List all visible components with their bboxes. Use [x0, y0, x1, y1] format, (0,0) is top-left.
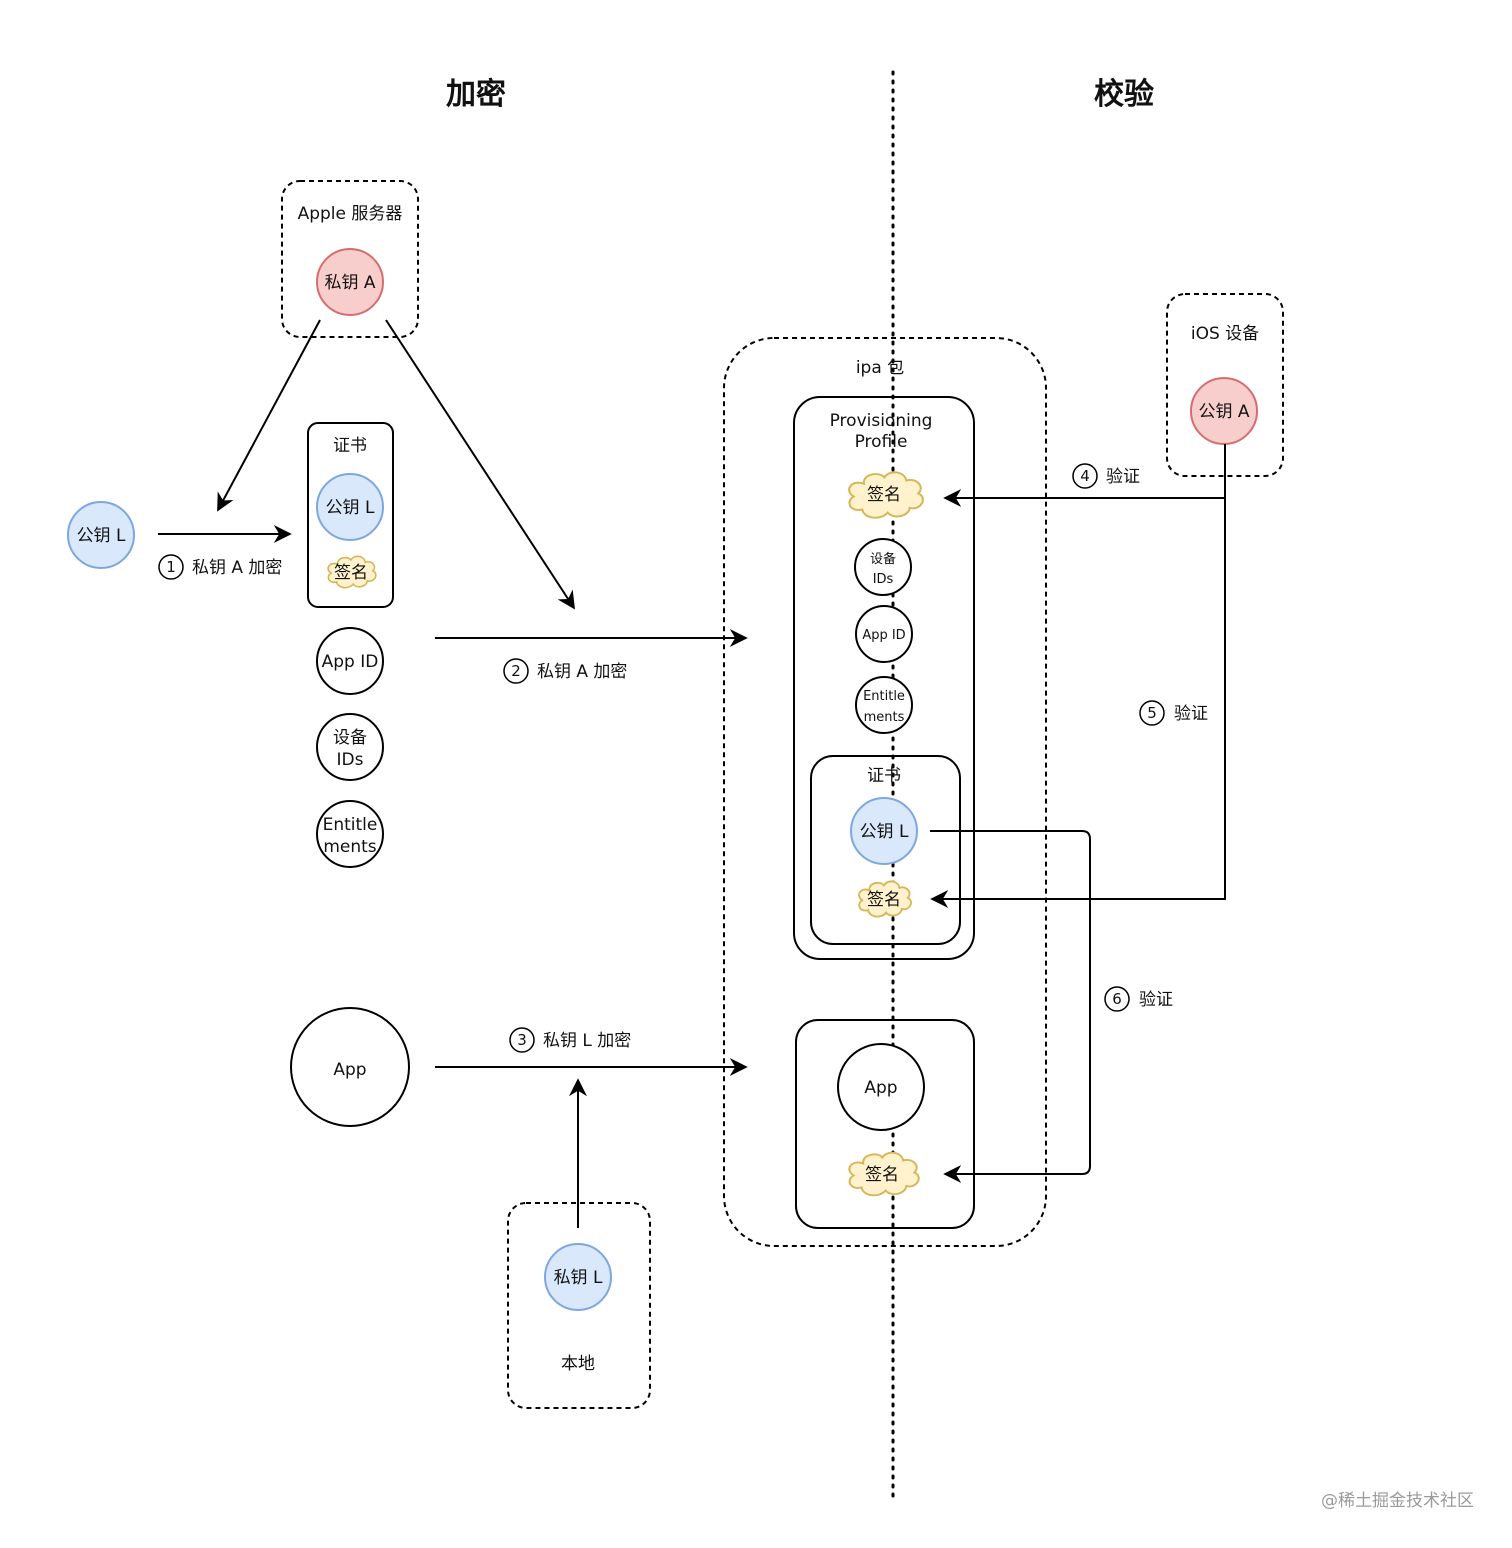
public-key-l-label: 公钥 L: [77, 526, 126, 546]
arrow-step5: [930, 498, 1226, 908]
pp-certificate-label: 证书: [867, 766, 901, 786]
pp-entitlements-label-2: ments: [864, 710, 905, 725]
certificate-box: [307, 422, 394, 608]
pp-entitlements-node: [855, 676, 913, 734]
step-5-label: 验证: [1174, 704, 1208, 724]
step-3-num: 3: [517, 1031, 527, 1049]
private-key-a-node: [316, 248, 384, 316]
app-node: [290, 1007, 410, 1127]
step-6-num: 6: [1112, 990, 1122, 1008]
ipa-app-box: [795, 1019, 975, 1229]
pp-device-ids-label-2: IDs: [873, 572, 894, 587]
step-3: 3 私钥 L 加密: [509, 1027, 631, 1053]
provisioning-profile-box: [793, 396, 975, 960]
ipa-group: [723, 337, 1047, 1247]
heading-verify: 校验: [1094, 77, 1154, 112]
step-2: 2 私钥 A 加密: [503, 658, 627, 684]
apple-server-label: Apple 服务器: [298, 204, 403, 224]
ipa-app-label: App: [864, 1078, 897, 1098]
pp-app-id-label: App ID: [862, 628, 905, 643]
app-id-node: [316, 627, 384, 695]
cert-signature-label: 签名: [334, 563, 368, 583]
step-1-num: 1: [166, 558, 176, 576]
watermark-text: @稀土掘金技术社区: [1321, 1491, 1474, 1511]
arrow-privkey-to-cert: [217, 319, 321, 512]
apple-server-group: [281, 180, 419, 338]
pp-cert-signature-label: 签名: [867, 890, 901, 910]
pp-app-id-node: [855, 605, 913, 663]
device-ids-label-2: IDs: [337, 750, 364, 770]
pp-device-ids-label-1: 设备: [870, 551, 896, 567]
heading-encrypt: 加密: [446, 77, 506, 112]
pp-certificate-box: [810, 755, 961, 945]
local-label: 本地: [561, 1354, 595, 1374]
step-4-label: 验证: [1106, 467, 1140, 487]
pp-public-key-l-label: 公钥 L: [860, 822, 909, 842]
ipa-label: ipa 包: [856, 358, 904, 378]
cert-public-key-l-node: [316, 473, 384, 541]
public-key-l-node: [67, 501, 135, 569]
provisioning-label-2: Profile: [855, 432, 908, 452]
step-1: 1 私钥 A 加密: [158, 554, 282, 580]
pp-public-key-l-node: [850, 797, 918, 865]
app-id-label: App ID: [322, 652, 379, 672]
ios-device-label: iOS 设备: [1191, 324, 1259, 344]
device-ids-node: [316, 713, 384, 781]
private-key-l-node: [544, 1243, 612, 1311]
step-4-num: 4: [1080, 467, 1090, 485]
step-5: 5 验证: [1139, 700, 1208, 726]
ios-device-group: [1166, 293, 1284, 477]
public-key-a-label: 公钥 A: [1198, 402, 1249, 422]
arrow-step6: [930, 830, 1091, 1183]
step-6-label: 验证: [1139, 990, 1173, 1010]
local-group: [507, 1202, 651, 1409]
arrow-privkey-to-items: [385, 319, 575, 610]
step-5-num: 5: [1147, 704, 1157, 722]
ipa-app-node: [837, 1043, 925, 1131]
pp-entitlements-label-1: Entitle: [863, 689, 905, 704]
private-key-a-label: 私钥 A: [324, 273, 375, 293]
entitlements-label-1: Entitle: [323, 815, 378, 835]
entitlements-label-2: ments: [323, 837, 376, 857]
step-4: 4 验证: [1072, 463, 1140, 489]
step-2-num: 2: [511, 662, 521, 680]
device-ids-label-1: 设备: [333, 728, 367, 748]
step-1-label: 私钥 A 加密: [192, 558, 282, 578]
ipa-app-signature-label: 签名: [865, 1165, 899, 1185]
app-label: App: [333, 1060, 366, 1080]
step-6: 6 验证: [1104, 986, 1173, 1012]
certificate-label: 证书: [333, 436, 367, 456]
step-3-label: 私钥 L 加密: [543, 1031, 631, 1051]
pp-device-ids-node: [854, 538, 912, 596]
provisioning-label-1: Provisioning: [830, 411, 933, 431]
step-2-label: 私钥 A 加密: [537, 662, 627, 682]
private-key-l-label: 私钥 L: [554, 1268, 603, 1288]
cert-public-key-l-label: 公钥 L: [326, 498, 375, 518]
pp-signature-label: 签名: [867, 485, 901, 505]
entitlements-node: [316, 800, 384, 868]
